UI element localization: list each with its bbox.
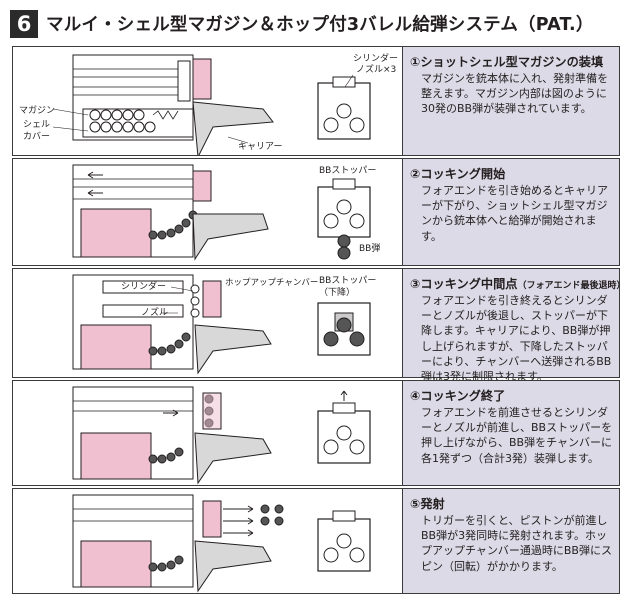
label-bb-stopper: BBストッパー xyxy=(319,165,376,176)
step-1-description: ①ショットシェル型マガジンの装填 マガジンを銃本体に入れ、発射準備を整えます。マ… xyxy=(403,47,619,155)
label-bb-stopper-3: BBストッパー xyxy=(319,275,376,286)
step-3-bb-chain xyxy=(148,332,191,356)
step-3-title-main: ③コッキング中間点 xyxy=(410,277,518,291)
step-row-1: シリンダー ノズル×3 マガジン シェル カバー キャリアー ①ショットシェル型… xyxy=(12,46,620,156)
step-5-bore-view xyxy=(317,510,371,572)
step-1-bb-chain xyxy=(89,109,179,133)
step-3-description: ③コッキング中間点（フォアエンド最後退時） フォアエンドを引き終えるとシリンダー… xyxy=(403,269,625,383)
step-1-title: ①ショットシェル型マガジンの装填 xyxy=(410,55,604,69)
step-row-3: シリンダー ノズル ホップアップチャンバー BBストッパー （下降） ③コッキン… xyxy=(12,268,625,383)
step-1-figure: シリンダー ノズル×3 マガジン シェル カバー キャリアー xyxy=(19,52,398,155)
step-3-body: フォアエンドを引き終えるとシリンダーとノズルが後退し、ストッパーが下降します。キ… xyxy=(421,294,612,384)
step-3-title-sub: （フォアエンド最後退時） xyxy=(517,281,626,291)
step-row-5: ⑤発射 トリガーを引くと、ピストンが前進しBB弾が3発同時に発射されます。ホップ… xyxy=(12,488,620,594)
step-4-diagram xyxy=(13,381,403,485)
label-cylinder-nozzle-count: ノズル×3 xyxy=(356,63,396,75)
label-bb-stopper-lowered: （下降） xyxy=(319,286,355,298)
step-2-figure: BBストッパー BB弾 xyxy=(72,164,380,261)
step-3-figure: シリンダー ノズル ホップアップチャンバー BBストッパー （下降） xyxy=(72,274,376,375)
step-5-title: ⑤発射 xyxy=(410,497,445,511)
step-1-body: マガジンを銃本体に入れ、発射準備を整えます。マガジン内部は図のように30発のBB… xyxy=(421,72,609,116)
step-2-bb-chain xyxy=(148,210,198,240)
step-2-description: ②コッキング開始 フォアエンドを引き始めるとキャリアーが下がり、ショットシェル型… xyxy=(403,159,619,265)
step-4-body: フォアエンドを前進させるとシリンダーとノズルが前進し、BBストッパーを押し上げな… xyxy=(421,406,613,465)
step-4-description: ④コッキング終了 フォアエンドを前進させるとシリンダーとノズルが前進し、BBスト… xyxy=(403,381,619,485)
label-cylinder-nozzle: シリンダー xyxy=(353,52,398,64)
step-5-bb-chain xyxy=(148,555,184,572)
label-nozzle: ノズル xyxy=(141,306,168,318)
label-shell-cover: シェル xyxy=(23,120,50,130)
step-1-diagram: シリンダー ノズル×3 マガジン シェル カバー キャリアー xyxy=(13,47,403,155)
label-magazine: マガジン xyxy=(19,105,55,116)
step-3-bore-view xyxy=(317,302,371,356)
header: 6 マルイ・シェル型マガジン＆ホップ付3バレル給弾システム（PAT.） xyxy=(10,8,622,42)
step-2-diagram: BBストッパー BB弾 xyxy=(13,159,403,265)
step-2-title: ②コッキング開始 xyxy=(410,167,506,181)
label-cylinder: シリンダー xyxy=(121,280,166,292)
label-carrier: キャリアー xyxy=(238,142,282,152)
step-4-figure xyxy=(72,386,371,485)
step-3-diagram: シリンダー ノズル ホップアップチャンバー BBストッパー （下降） xyxy=(13,269,403,377)
page-title: マルイ・シェル型マガジン＆ホップ付3バレル給弾システム（PAT.） xyxy=(46,15,594,35)
section-number-badge: 6 xyxy=(10,10,38,38)
step-4-title: ④コッキング終了 xyxy=(410,389,506,403)
step-1-bore-view xyxy=(317,76,371,140)
label-hopup-chamber: ホップアップチャンバー xyxy=(225,278,318,288)
step-2-bore-view xyxy=(317,178,371,260)
step-row-2: BBストッパー BB弾 ②コッキング開始 フォアエンドを引き始めるとキャリアーが… xyxy=(12,158,620,266)
step-5-description: ⑤発射 トリガーを引くと、ピストンが前進しBB弾が3発同時に発射されます。ホップ… xyxy=(403,489,619,593)
step-5-figure xyxy=(72,494,371,593)
step-5-body: トリガーを引くと、ピストンが前進しBB弾が3発同時に発射されます。ホップアップチ… xyxy=(421,514,612,573)
step-2-body: フォアエンドを引き始めるとキャリアーが下がり、ショットシェル型マガジンから銃本体… xyxy=(421,184,608,243)
step-5-diagram xyxy=(13,489,403,593)
step-3-title: ③コッキング中間点（フォアエンド最後退時） xyxy=(410,274,625,292)
step-row-4: ④コッキング終了 フォアエンドを前進させるとシリンダーとノズルが前進し、BBスト… xyxy=(12,380,620,486)
step-4-bore-view xyxy=(317,390,371,464)
step-4-bb-chain xyxy=(148,447,184,464)
label-bb-ball: BB弾 xyxy=(359,242,380,254)
label-shell-cover-2: カバー xyxy=(23,131,50,142)
